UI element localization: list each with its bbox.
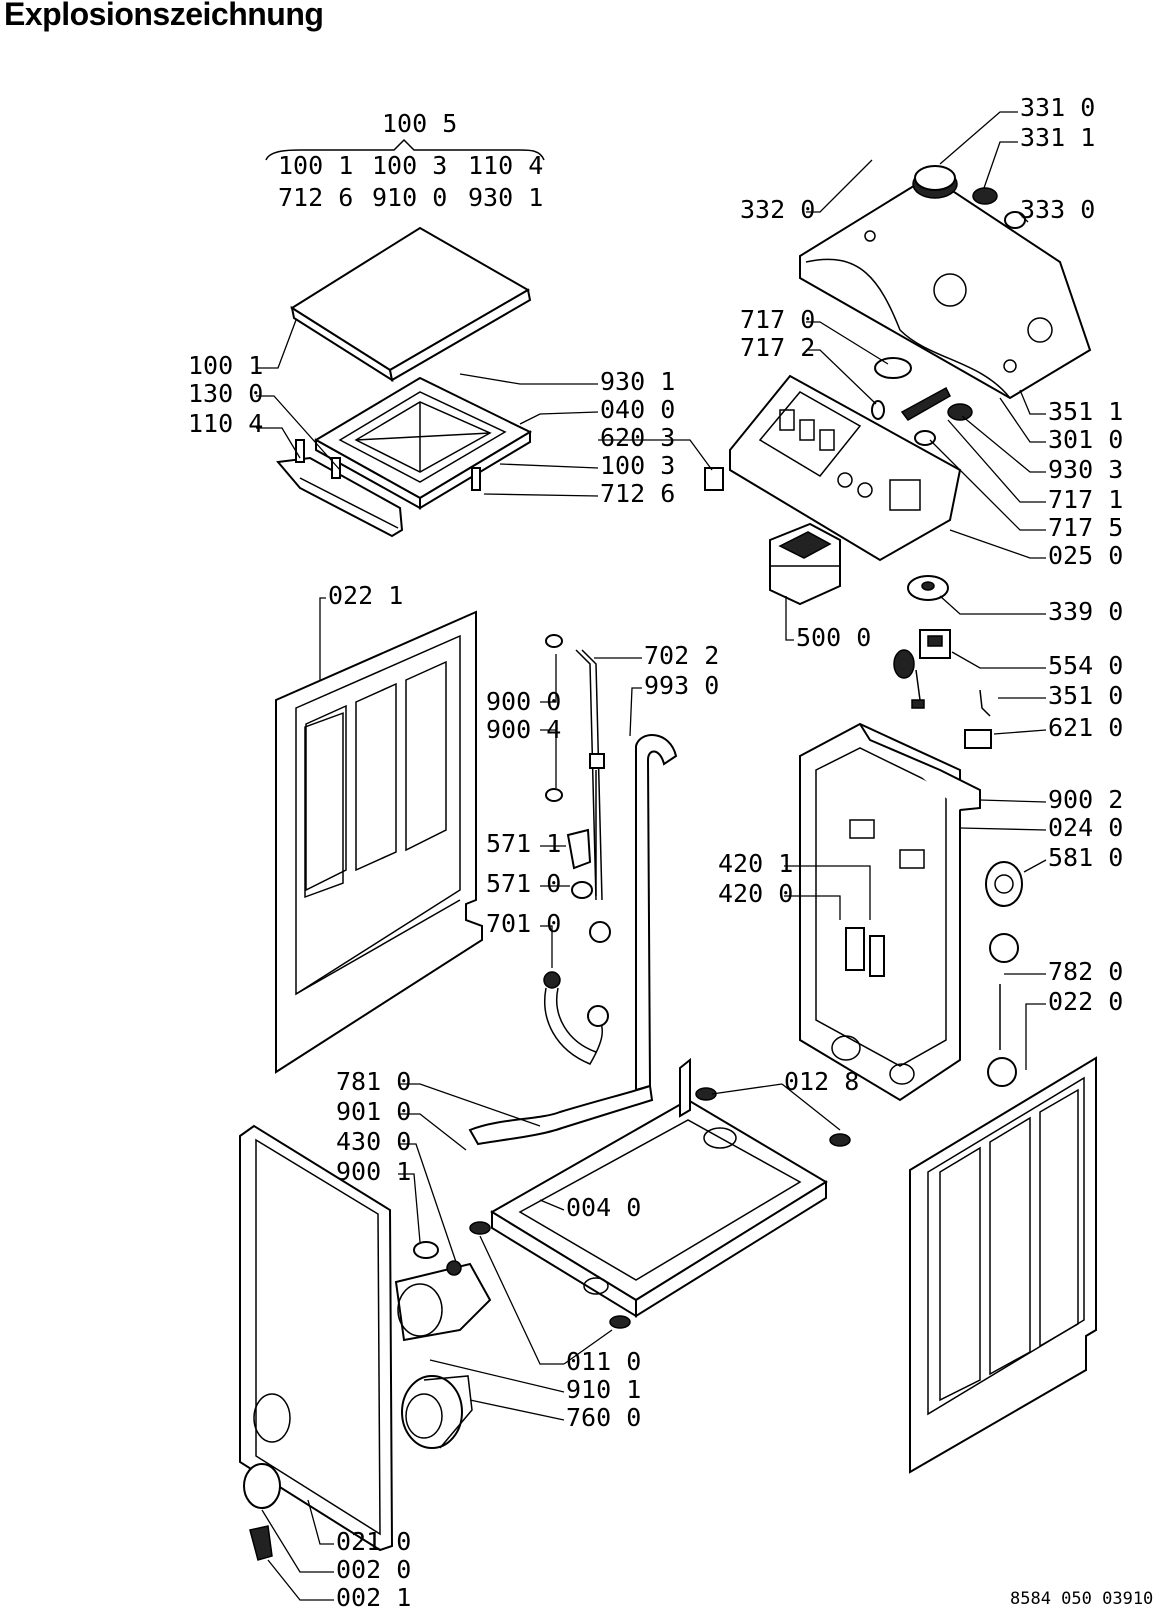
part-label: 621 0 bbox=[1048, 713, 1123, 742]
dispenser-part bbox=[704, 357, 973, 562]
part-label: 930 3 bbox=[1048, 455, 1123, 484]
part-label: 100 3 bbox=[600, 451, 675, 480]
part-label: 351 0 bbox=[1048, 681, 1123, 710]
part-label: 333 0 bbox=[1020, 195, 1095, 224]
drain-pump-part bbox=[394, 1241, 492, 1449]
part-label: 430 0 bbox=[336, 1127, 411, 1156]
lid-frame-part bbox=[313, 376, 533, 510]
rear-frame-part bbox=[799, 722, 981, 1102]
page-title: Explosionszeichnung bbox=[4, 0, 324, 32]
part-label: 024 0 bbox=[1048, 813, 1123, 842]
motor-cap-part bbox=[985, 861, 1023, 1087]
part-label: 901 0 bbox=[336, 1097, 411, 1126]
part-label: 021 0 bbox=[336, 1527, 411, 1556]
part-label: 701 0 bbox=[486, 909, 561, 938]
part-label: 331 0 bbox=[1020, 93, 1095, 122]
knob-part bbox=[912, 165, 1026, 229]
part-label: 717 5 bbox=[1048, 513, 1123, 542]
part-label: 130 0 bbox=[188, 379, 263, 408]
part-label: 702 2 bbox=[644, 641, 719, 670]
part-label: 993 0 bbox=[644, 671, 719, 700]
part-label: 760 0 bbox=[566, 1403, 641, 1432]
part-label: 351 1 bbox=[1048, 397, 1123, 426]
part-label: 930 1 bbox=[600, 367, 675, 396]
part-label: 717 2 bbox=[740, 333, 815, 362]
part-label: 571 0 bbox=[486, 869, 561, 898]
set-group-label: 100 5 bbox=[382, 109, 457, 138]
part-labels: 331 0 331 1 332 0 333 0 717 0 717 2 100 … bbox=[188, 93, 1123, 1608]
part-label: 554 0 bbox=[1048, 651, 1123, 680]
right-side-panel-part bbox=[909, 1056, 1097, 1474]
base-frame-part bbox=[468, 1057, 851, 1329]
part-label: 025 0 bbox=[1048, 541, 1123, 570]
hoses-part bbox=[543, 634, 678, 1092]
part-label: 002 1 bbox=[336, 1583, 411, 1608]
part-label: 900 2 bbox=[1048, 785, 1123, 814]
part-label: 331 1 bbox=[1020, 123, 1095, 152]
part-label: 581 0 bbox=[1048, 843, 1123, 872]
part-label: 022 1 bbox=[328, 581, 403, 610]
set-row2-item: 712 6 bbox=[278, 183, 353, 212]
part-label: 900 1 bbox=[336, 1157, 411, 1186]
part-label: 040 0 bbox=[600, 395, 675, 424]
part-label: 571 1 bbox=[486, 829, 561, 858]
part-label: 620 3 bbox=[600, 423, 675, 452]
set-row2-item: 910 0 bbox=[372, 183, 447, 212]
set-row1-item: 100 1 bbox=[278, 151, 353, 180]
part-label: 100 1 bbox=[188, 351, 263, 380]
front-panel-part bbox=[239, 1124, 394, 1561]
part-label: 011 0 bbox=[566, 1347, 641, 1376]
part-label: 712 6 bbox=[600, 479, 675, 508]
part-label: 420 0 bbox=[718, 879, 793, 908]
front-trim-part bbox=[276, 439, 481, 538]
leader-lines bbox=[256, 111, 1047, 1601]
set-row1-item: 110 4 bbox=[468, 151, 543, 180]
part-label: 332 0 bbox=[740, 195, 815, 224]
top-lid-part bbox=[290, 226, 532, 383]
left-side-panel-part bbox=[275, 610, 483, 1074]
set-row2-item: 930 1 bbox=[468, 183, 543, 212]
part-label: 022 0 bbox=[1048, 987, 1123, 1016]
part-label: 500 0 bbox=[796, 623, 871, 652]
small-components bbox=[893, 575, 992, 749]
part-label: 012 8 bbox=[784, 1067, 859, 1096]
part-label: 910 1 bbox=[566, 1375, 641, 1404]
part-label: 781 0 bbox=[336, 1067, 411, 1096]
set-row1-item: 100 3 bbox=[372, 151, 447, 180]
part-label: 004 0 bbox=[566, 1193, 641, 1222]
part-label: 110 4 bbox=[188, 409, 263, 438]
valve-block-part bbox=[769, 522, 841, 606]
part-label: 782 0 bbox=[1048, 957, 1123, 986]
drawing-code: 8584 050 03910 bbox=[1010, 1589, 1153, 1608]
part-label: 717 0 bbox=[740, 305, 815, 334]
part-label: 002 0 bbox=[336, 1555, 411, 1584]
part-label: 301 0 bbox=[1048, 425, 1123, 454]
part-label: 420 1 bbox=[718, 849, 793, 878]
part-label: 717 1 bbox=[1048, 485, 1123, 514]
part-label: 339 0 bbox=[1048, 597, 1123, 626]
